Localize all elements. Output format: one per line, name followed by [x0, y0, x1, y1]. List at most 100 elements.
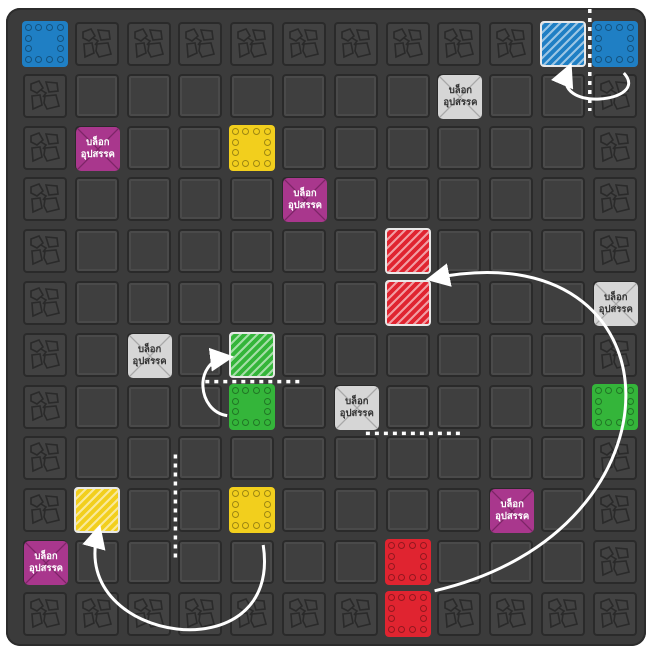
board-cell[interactable] — [334, 488, 378, 532]
edge-cell[interactable] — [75, 22, 119, 66]
board-cell[interactable] — [230, 74, 274, 118]
edge-cell[interactable] — [282, 22, 326, 66]
board-cell[interactable] — [75, 74, 119, 118]
board-cell[interactable] — [178, 436, 222, 480]
board-cell[interactable] — [437, 385, 481, 429]
board-cell[interactable] — [489, 229, 533, 273]
board-cell[interactable] — [282, 126, 326, 170]
board-cell[interactable] — [127, 436, 171, 480]
board-cell[interactable] — [127, 74, 171, 118]
edge-cell[interactable] — [593, 488, 637, 532]
board-cell[interactable] — [541, 281, 585, 325]
board-cell[interactable] — [178, 74, 222, 118]
board-cell[interactable] — [437, 488, 481, 532]
board-cell[interactable] — [282, 281, 326, 325]
board-cell[interactable] — [282, 74, 326, 118]
edge-cell[interactable] — [230, 592, 274, 636]
board-cell[interactable] — [178, 385, 222, 429]
edge-cell[interactable] — [127, 22, 171, 66]
yellow-piece[interactable] — [229, 125, 275, 171]
obstacle-block[interactable]: บล็อกอุปสรรค — [438, 75, 482, 119]
board-cell[interactable] — [541, 333, 585, 377]
board-cell[interactable] — [437, 281, 481, 325]
red-piece[interactable] — [385, 539, 431, 585]
board-cell[interactable] — [334, 177, 378, 221]
board-cell[interactable] — [489, 126, 533, 170]
board-cell[interactable] — [178, 177, 222, 221]
edge-cell[interactable] — [593, 126, 637, 170]
board-cell[interactable] — [489, 333, 533, 377]
yellow-piece[interactable] — [74, 487, 120, 533]
edge-cell[interactable] — [541, 592, 585, 636]
board-cell[interactable] — [386, 333, 430, 377]
edge-cell[interactable] — [593, 592, 637, 636]
edge-cell[interactable] — [23, 436, 67, 480]
edge-cell[interactable] — [593, 436, 637, 480]
board-cell[interactable] — [334, 333, 378, 377]
edge-cell[interactable] — [23, 592, 67, 636]
obstacle-block[interactable]: บล็อกอุปสรรค — [76, 127, 120, 171]
edge-cell[interactable] — [593, 229, 637, 273]
edge-cell[interactable] — [127, 592, 171, 636]
board-cell[interactable] — [334, 281, 378, 325]
board-cell[interactable] — [437, 126, 481, 170]
board-cell[interactable] — [75, 385, 119, 429]
board-cell[interactable] — [282, 385, 326, 429]
edge-cell[interactable] — [593, 333, 637, 377]
board-cell[interactable] — [541, 177, 585, 221]
board-cell[interactable] — [230, 436, 274, 480]
board-cell[interactable] — [489, 436, 533, 480]
board-cell[interactable] — [282, 229, 326, 273]
edge-cell[interactable] — [23, 177, 67, 221]
board-cell[interactable] — [230, 540, 274, 584]
edge-cell[interactable] — [489, 592, 533, 636]
board-cell[interactable] — [489, 281, 533, 325]
edge-cell[interactable] — [593, 74, 637, 118]
red-piece[interactable] — [385, 591, 431, 637]
board-cell[interactable] — [386, 436, 430, 480]
board-cell[interactable] — [386, 126, 430, 170]
board-cell[interactable] — [127, 177, 171, 221]
board-cell[interactable] — [282, 488, 326, 532]
board-cell[interactable] — [75, 540, 119, 584]
edge-cell[interactable] — [178, 22, 222, 66]
edge-cell[interactable] — [593, 540, 637, 584]
edge-cell[interactable] — [437, 22, 481, 66]
board-cell[interactable] — [127, 126, 171, 170]
board-cell[interactable] — [75, 229, 119, 273]
board-cell[interactable] — [230, 281, 274, 325]
obstacle-block[interactable]: บล็อกอุปสรรค — [594, 282, 638, 326]
obstacle-block[interactable]: บล็อกอุปสรรค — [128, 334, 172, 378]
edge-cell[interactable] — [23, 281, 67, 325]
edge-cell[interactable] — [23, 333, 67, 377]
board-cell[interactable] — [127, 488, 171, 532]
board-cell[interactable] — [386, 74, 430, 118]
board-cell[interactable] — [75, 177, 119, 221]
edge-cell[interactable] — [489, 22, 533, 66]
board-cell[interactable] — [489, 177, 533, 221]
blue-piece[interactable] — [540, 21, 586, 67]
obstacle-block[interactable]: บล็อกอุปสรรค — [283, 178, 327, 222]
edge-cell[interactable] — [178, 592, 222, 636]
edge-cell[interactable] — [75, 592, 119, 636]
edge-cell[interactable] — [334, 592, 378, 636]
board-cell[interactable] — [541, 436, 585, 480]
obstacle-block[interactable]: บล็อกอุปสรรค — [335, 386, 379, 430]
blue-piece[interactable] — [592, 21, 638, 67]
obstacle-block[interactable]: บล็อกอุปสรรค — [490, 489, 534, 533]
board-cell[interactable] — [282, 436, 326, 480]
edge-cell[interactable] — [23, 385, 67, 429]
board-cell[interactable] — [178, 488, 222, 532]
board-cell[interactable] — [386, 177, 430, 221]
edge-cell[interactable] — [230, 22, 274, 66]
board-cell[interactable] — [489, 385, 533, 429]
board-cell[interactable] — [334, 74, 378, 118]
edge-cell[interactable] — [282, 592, 326, 636]
board-cell[interactable] — [334, 229, 378, 273]
board-cell[interactable] — [437, 540, 481, 584]
board-cell[interactable] — [334, 436, 378, 480]
board-cell[interactable] — [127, 229, 171, 273]
board-cell[interactable] — [230, 229, 274, 273]
yellow-piece[interactable] — [229, 487, 275, 533]
board-cell[interactable] — [541, 488, 585, 532]
